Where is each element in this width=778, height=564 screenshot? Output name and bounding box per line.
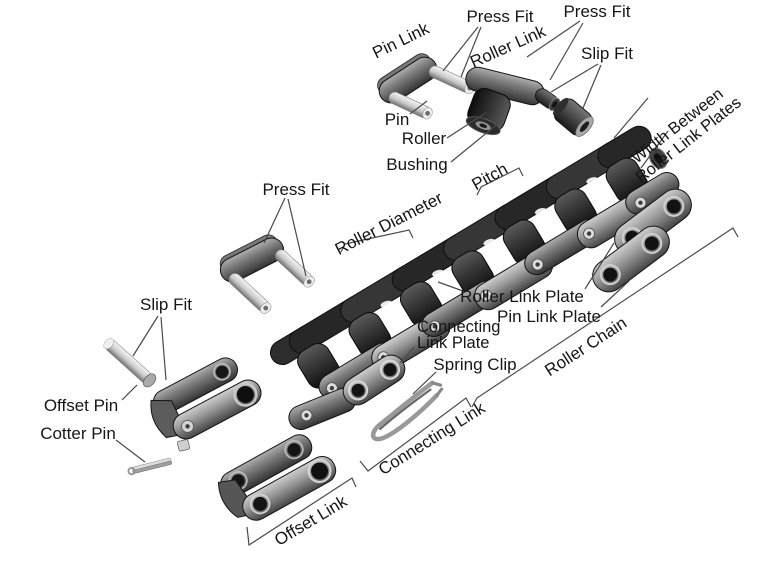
label-slip-fit-roller-link: Slip Fit xyxy=(581,44,633,64)
offset-pin-part xyxy=(103,338,157,388)
label-press-fit-pin-link: Press Fit xyxy=(466,7,534,27)
connecting-link-plate-part xyxy=(342,354,406,406)
connecting-link-bracket xyxy=(359,397,472,472)
offset-link-part xyxy=(217,434,337,521)
roller-on-bushing xyxy=(465,87,511,136)
label-press-fit-offset-link: Press Fit xyxy=(262,180,330,200)
label-connecting-link-plate-line1: Connecting xyxy=(417,318,501,336)
label-cotter-pin: Cotter Pin xyxy=(40,424,116,444)
label-connecting-link-plate-line2: Link Plate xyxy=(417,333,490,352)
label-offset-pin: Offset Pin xyxy=(43,396,119,416)
cotter-pin-part xyxy=(127,457,173,476)
label-roller: Roller xyxy=(401,129,447,149)
roller-link-part xyxy=(465,66,561,136)
pin-link-offset-part xyxy=(219,234,315,314)
label-spring-clip: Spring Clip xyxy=(433,355,517,375)
label-bushing: Bushing xyxy=(386,155,448,175)
label-connecting-link-plate: Connecting Link Plate xyxy=(417,318,501,352)
dimension-brackets xyxy=(246,167,739,547)
label-roller-link-plate: Roller Link Plate xyxy=(460,287,584,307)
leader-lines xyxy=(115,20,669,463)
label-press-fit-roller-link: Press Fit xyxy=(563,2,631,22)
pitch-bracket xyxy=(476,167,524,196)
label-pin-link-plate: Pin Link Plate xyxy=(497,307,601,327)
pin-link-plate-part-2 xyxy=(592,225,670,293)
bushing-part xyxy=(553,97,594,137)
roller-chain-part xyxy=(269,125,680,431)
offset-link-assembled-part xyxy=(150,357,262,452)
roller-diameter-bracket xyxy=(340,229,414,253)
label-slip-fit-offset-link: Slip Fit xyxy=(140,295,192,315)
spring-clip-part xyxy=(370,380,444,442)
label-pin: Pin xyxy=(384,110,410,130)
offset-link-bracket xyxy=(246,477,357,547)
roller-chain-bracket xyxy=(471,227,739,408)
